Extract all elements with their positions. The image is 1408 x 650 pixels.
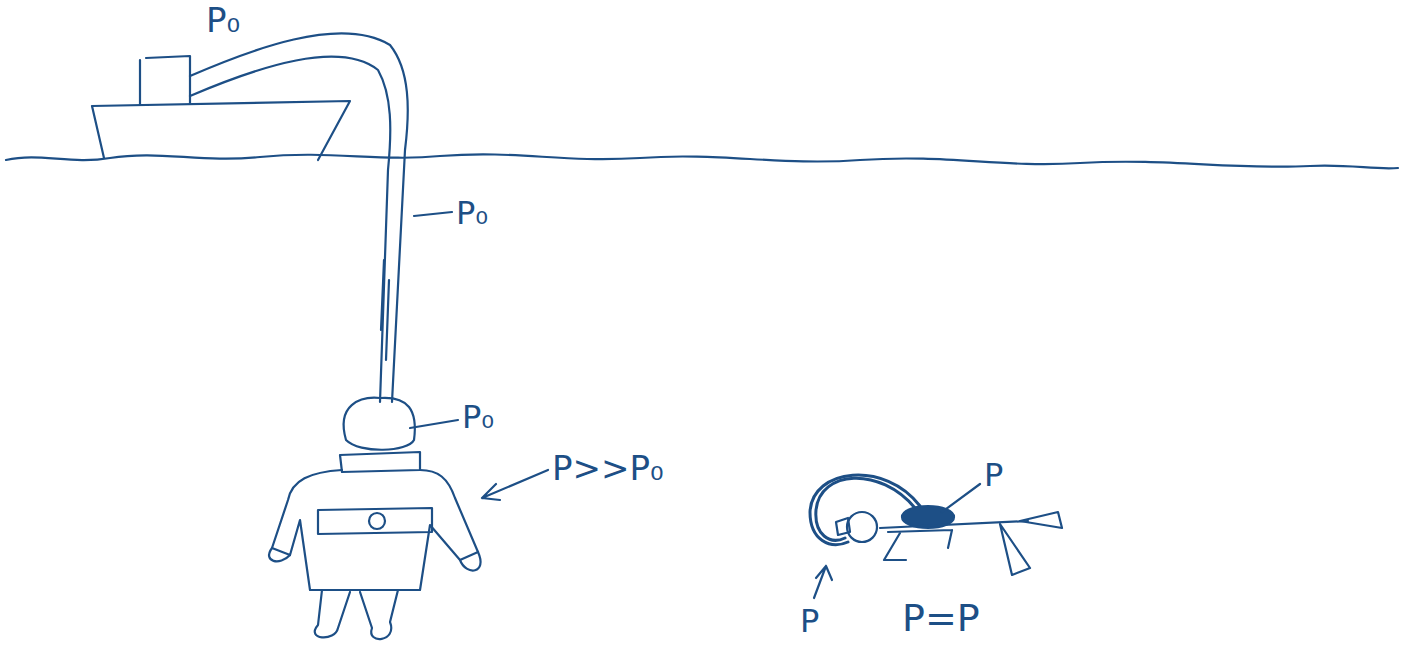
diving-suit (272, 470, 478, 590)
leader-line (410, 420, 458, 428)
pressure-label: P₀ (462, 400, 494, 435)
scuba-fins (1000, 512, 1062, 575)
sea-surface (6, 154, 1398, 168)
hose-shading (381, 260, 389, 360)
helmet-collar (340, 452, 420, 472)
pressure-label: P (800, 604, 819, 639)
pressure-equation: P=P (902, 598, 980, 640)
suit-belt (318, 508, 432, 534)
diver-legs (315, 590, 398, 639)
leader-line (414, 212, 452, 216)
ship-cabin (140, 56, 190, 105)
pressure-label: P₀ (456, 196, 488, 231)
pressure-label: P>>P₀ (552, 450, 664, 487)
pointer-arrow (814, 566, 832, 598)
pressure-label: P₀ (206, 2, 240, 39)
air-hose (190, 33, 408, 402)
belt-buckle (369, 513, 385, 529)
air-hose (190, 57, 390, 402)
diving-helmet (344, 398, 415, 450)
pointer-arrow (482, 470, 548, 500)
pressure-label: P (984, 458, 1003, 493)
scuba-diver-body (880, 521, 1028, 560)
leader-line (942, 484, 980, 512)
ship-hull (92, 101, 350, 160)
scuba-air-hose (810, 475, 920, 545)
diver-hands (269, 548, 480, 570)
scuba-mask (836, 518, 850, 535)
scuba-diver-head (847, 512, 877, 542)
